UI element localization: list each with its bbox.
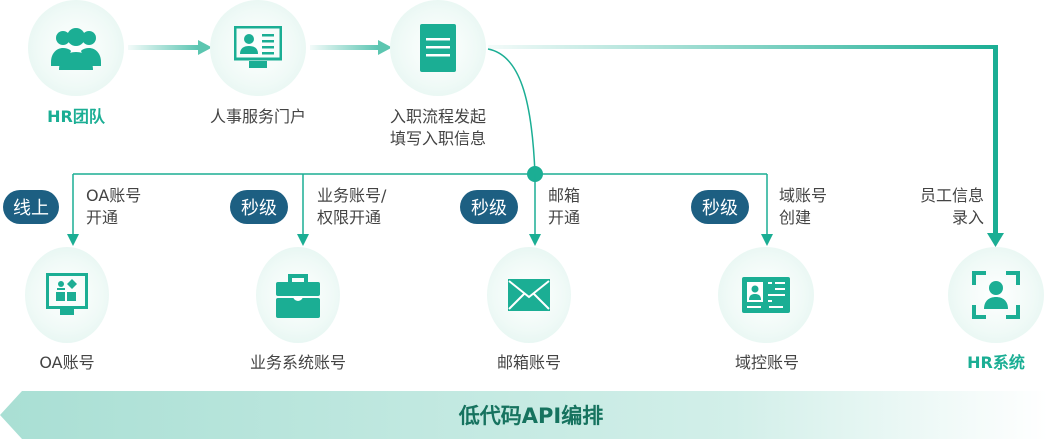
status-badge: 秒级 (460, 190, 518, 224)
hr-team-node (28, 0, 124, 96)
step-note: 邮箱开通 (548, 185, 580, 229)
document-icon (420, 24, 456, 72)
face-scan-icon (972, 271, 1020, 319)
step-note: 员工信息录入 (900, 185, 984, 229)
label-line: 入职流程发起 (389, 107, 486, 126)
top-arrows (128, 40, 1004, 247)
id-card-icon (742, 277, 790, 313)
banner-title: 低代码API编排 (458, 404, 604, 428)
oa-monitor-icon (46, 273, 88, 315)
status-badge: 秒级 (230, 190, 288, 224)
note-line: 员工信息 (919, 186, 984, 205)
business-account-node (256, 247, 340, 343)
portal-monitor-icon (234, 26, 282, 68)
status-badge: 线上 (3, 190, 59, 224)
node-label: 邮箱账号 (496, 353, 561, 372)
note-line: 权限开通 (317, 208, 382, 227)
onboarding-node (390, 0, 486, 96)
note-line: 创建 (779, 208, 812, 227)
node-label: 人事服务门户 (209, 107, 306, 126)
banner-shape (0, 391, 1048, 439)
node-label: OA账号 (39, 353, 95, 372)
note-line: 邮箱 (548, 186, 581, 205)
note-line: 开通 (86, 208, 119, 227)
note-line: 开通 (548, 208, 581, 227)
status-badge: 秒级 (691, 190, 749, 224)
mail-account-node (487, 247, 571, 343)
hr-system-node (948, 247, 1044, 343)
node-label: 域控账号 (734, 353, 799, 372)
domain-account-node (718, 247, 814, 343)
oa-account-node (25, 247, 109, 343)
label-line: 填写入职信息 (389, 129, 486, 148)
step-note: 域账号创建 (779, 185, 827, 229)
node-label: HR团队 (47, 107, 105, 126)
node-label: HR系统 (967, 353, 1025, 372)
briefcase-icon (276, 274, 320, 318)
node-label: 业务系统账号 (249, 353, 346, 372)
mail-icon (508, 279, 550, 311)
team-icon (51, 28, 101, 70)
node-label: 入职流程发起填写入职信息 (348, 106, 528, 150)
note-line: 业务账号/ (317, 186, 387, 205)
note-line: OA账号 (86, 186, 142, 205)
note-line: 录入 (951, 208, 984, 227)
note-line: 域账号 (779, 186, 828, 205)
step-note: 业务账号/权限开通 (317, 185, 386, 229)
hr-portal-node (210, 0, 306, 96)
step-note: OA账号开通 (86, 185, 141, 229)
